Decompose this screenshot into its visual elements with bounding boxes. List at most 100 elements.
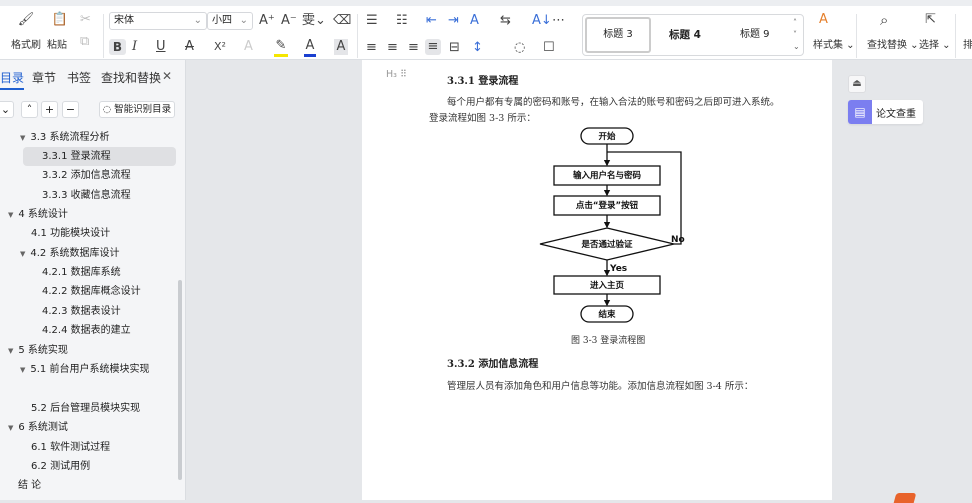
toc-item-label: 3.3.2 添加信息流程 — [42, 170, 131, 181]
style-heading4[interactable]: 标题 4 — [669, 29, 701, 41]
tab-find-replace[interactable]: 查找和替换 — [101, 71, 162, 85]
grow-font-icon[interactable]: A⁺ — [259, 13, 275, 28]
toc-item[interactable]: 4.2.4 数据表的建立 — [42, 321, 131, 340]
toc-item-label: 4.2.1 数据库系统 — [42, 267, 121, 278]
toc-item[interactable]: 4.1 功能模块设计 — [31, 224, 110, 243]
toc-item[interactable]: ▼ 4 系统设计 — [8, 205, 68, 224]
font-name-value: 宋体 — [114, 15, 134, 26]
expand-toggle-icon[interactable]: ▼ — [20, 134, 26, 142]
toc-item[interactable]: 6.1 软件测试过程 — [31, 438, 110, 457]
shrink-font-icon[interactable]: A⁻ — [281, 13, 297, 28]
toc-item[interactable]: ▼ 3.3 系统流程分析 — [20, 128, 109, 147]
toc-item[interactable]: 结 论 — [18, 476, 41, 495]
font-name-select[interactable]: 宋体⌄ — [109, 12, 207, 30]
plagiarism-check-button[interactable]: ▤ 论文查重 — [848, 100, 923, 124]
heading-3-3-2: 3.3.2 添加信息流程 — [447, 359, 539, 370]
format-painter-button[interactable]: 格式刷 — [11, 40, 41, 51]
toc-item[interactable]: ▼ 6 系统测试 — [8, 418, 68, 437]
toc-item[interactable]: 4.2.1 数据库系统 — [42, 263, 121, 282]
toc-item-label: 6.2 测试用例 — [31, 461, 91, 472]
remove-level-button[interactable]: − — [62, 101, 79, 118]
table-grid-icon[interactable]: ⋯ — [552, 13, 565, 28]
expand-toggle-icon[interactable]: ▼ — [20, 366, 26, 374]
style-set-label: 样式集 — [813, 40, 843, 51]
flow-end: 结束 — [598, 309, 616, 320]
expand-down-button[interactable]: ⌄ — [0, 101, 14, 118]
toc-item[interactable]: 4.2.2 数据库概念设计 — [42, 282, 141, 301]
plagiarism-check-icon: ▤ — [848, 100, 872, 124]
arrange-button[interactable]: 排 — [963, 40, 972, 51]
decrease-indent-icon[interactable]: ⇤ — [426, 13, 437, 28]
expand-toggle-icon[interactable]: ▼ — [8, 347, 14, 355]
style-gallery-scroll[interactable]: ˄˅⌄ — [793, 18, 800, 51]
toc-item[interactable]: 3.3.2 添加信息流程 — [42, 166, 131, 185]
toc-item[interactable]: 5.2 后台管理员模块实现 — [31, 399, 140, 418]
sort-az-icon[interactable]: A↓ — [532, 13, 552, 28]
numbered-list-icon[interactable]: ☷ — [396, 13, 408, 28]
distributed-icon[interactable]: ⊟ — [449, 40, 460, 55]
add-level-button[interactable]: + — [41, 101, 58, 118]
bold-button[interactable]: B — [109, 39, 126, 55]
font-color-icon[interactable]: A — [304, 38, 316, 57]
align-right-icon[interactable]: ≡ — [408, 40, 419, 55]
close-pane-icon[interactable]: ✕ — [162, 69, 173, 83]
toc-item-label: 6 系统测试 — [18, 422, 68, 433]
collapse-up-button[interactable]: ˄ — [21, 101, 38, 118]
collapse-panel-icon[interactable]: ⏏ — [848, 75, 866, 93]
justify-icon[interactable]: ≡ — [425, 39, 441, 55]
phonetic-icon[interactable]: 雯⌄ — [302, 13, 326, 28]
sort-icon[interactable]: ⇆ — [500, 13, 511, 28]
text-direction-icon[interactable]: A — [470, 13, 479, 28]
tab-chapters[interactable]: 章节 — [32, 71, 57, 85]
align-left-icon[interactable]: ≡ — [366, 40, 377, 55]
floating-widget-icon[interactable] — [893, 493, 917, 503]
style-set-icon: A — [819, 12, 828, 27]
expand-toggle-icon[interactable]: ▼ — [8, 424, 14, 432]
highlight-icon[interactable]: ✎ — [274, 38, 288, 57]
toc-item[interactable]: ▼4.2 系统数据库设计 — [20, 244, 119, 263]
style-heading9[interactable]: 标题 9 — [740, 29, 770, 40]
toc-item-label: 5.1 前台用户系统模块实现 — [30, 364, 150, 375]
figure-caption: 图 3-3 登录流程图 — [571, 336, 646, 346]
increase-indent-icon[interactable]: ⇥ — [448, 13, 459, 28]
clear-format-icon[interactable]: ⌫ — [333, 13, 352, 28]
italic-button[interactable]: I — [132, 39, 138, 54]
superscript-button[interactable]: X² — [214, 40, 226, 53]
expand-toggle-icon[interactable]: ▼ — [8, 211, 14, 219]
toc-scrollbar[interactable] — [178, 280, 182, 480]
copy-icon[interactable]: ⧉ — [80, 34, 90, 49]
cut-icon[interactable]: ✂ — [80, 12, 91, 27]
toc-item[interactable]: 6.2 测试用例 — [31, 457, 90, 476]
style-heading3[interactable]: 标题 3 — [585, 17, 651, 53]
toc-item[interactable]: 3.3.3 收藏信息流程 — [42, 186, 131, 205]
find-replace-button[interactable]: 查找替换 ⌄ — [867, 40, 919, 51]
shading-icon[interactable]: ◌ — [514, 40, 526, 55]
toc-item[interactable]: 3.3.1 登录流程 — [23, 147, 176, 166]
style-set-button[interactable]: 样式集 ⌄ — [813, 40, 855, 51]
toc-item[interactable]: 4.2.3 数据表设计 — [42, 302, 121, 321]
expand-toggle-icon[interactable]: ▼ — [20, 250, 26, 258]
paste-button[interactable]: 粘贴 — [47, 40, 67, 51]
bullet-list-icon[interactable]: ☰ — [366, 13, 378, 28]
strikethrough-button[interactable]: A — [185, 39, 194, 54]
tab-toc[interactable]: 目录 — [0, 69, 25, 90]
toc-item-label: 3.3.1 登录流程 — [42, 151, 111, 162]
toc-item-label: 3.3 系统流程分析 — [30, 132, 110, 143]
cursor-select-icon: ⇱ — [925, 12, 936, 27]
font-size-select[interactable]: 小四⌄ — [207, 12, 253, 30]
toc-item[interactable]: ▼ 5.1 前台用户系统模块实现 — [20, 360, 149, 379]
char-shading-icon[interactable]: A — [334, 39, 348, 55]
heading-marker-icon[interactable]: H₃ ⠿ — [386, 69, 407, 80]
smart-toc-button[interactable]: ◌ 智能识别目录 — [99, 101, 175, 118]
align-center-icon[interactable]: ≡ — [387, 40, 398, 55]
flow-start: 开始 — [598, 131, 616, 142]
flow-decision: 是否通过验证 — [580, 239, 633, 250]
toc-item-label: 4 系统设计 — [18, 209, 68, 220]
line-spacing-icon[interactable]: ↕ — [472, 40, 483, 55]
underline-button[interactable]: U — [156, 39, 166, 54]
tab-bookmarks[interactable]: 书签 — [67, 71, 92, 85]
border-icon[interactable]: ☐ — [543, 40, 555, 55]
select-button[interactable]: 选择 ⌄ — [919, 40, 951, 51]
text-effect-icon[interactable]: A — [244, 39, 253, 54]
toc-item[interactable]: ▼5 系统实现 — [8, 341, 68, 360]
